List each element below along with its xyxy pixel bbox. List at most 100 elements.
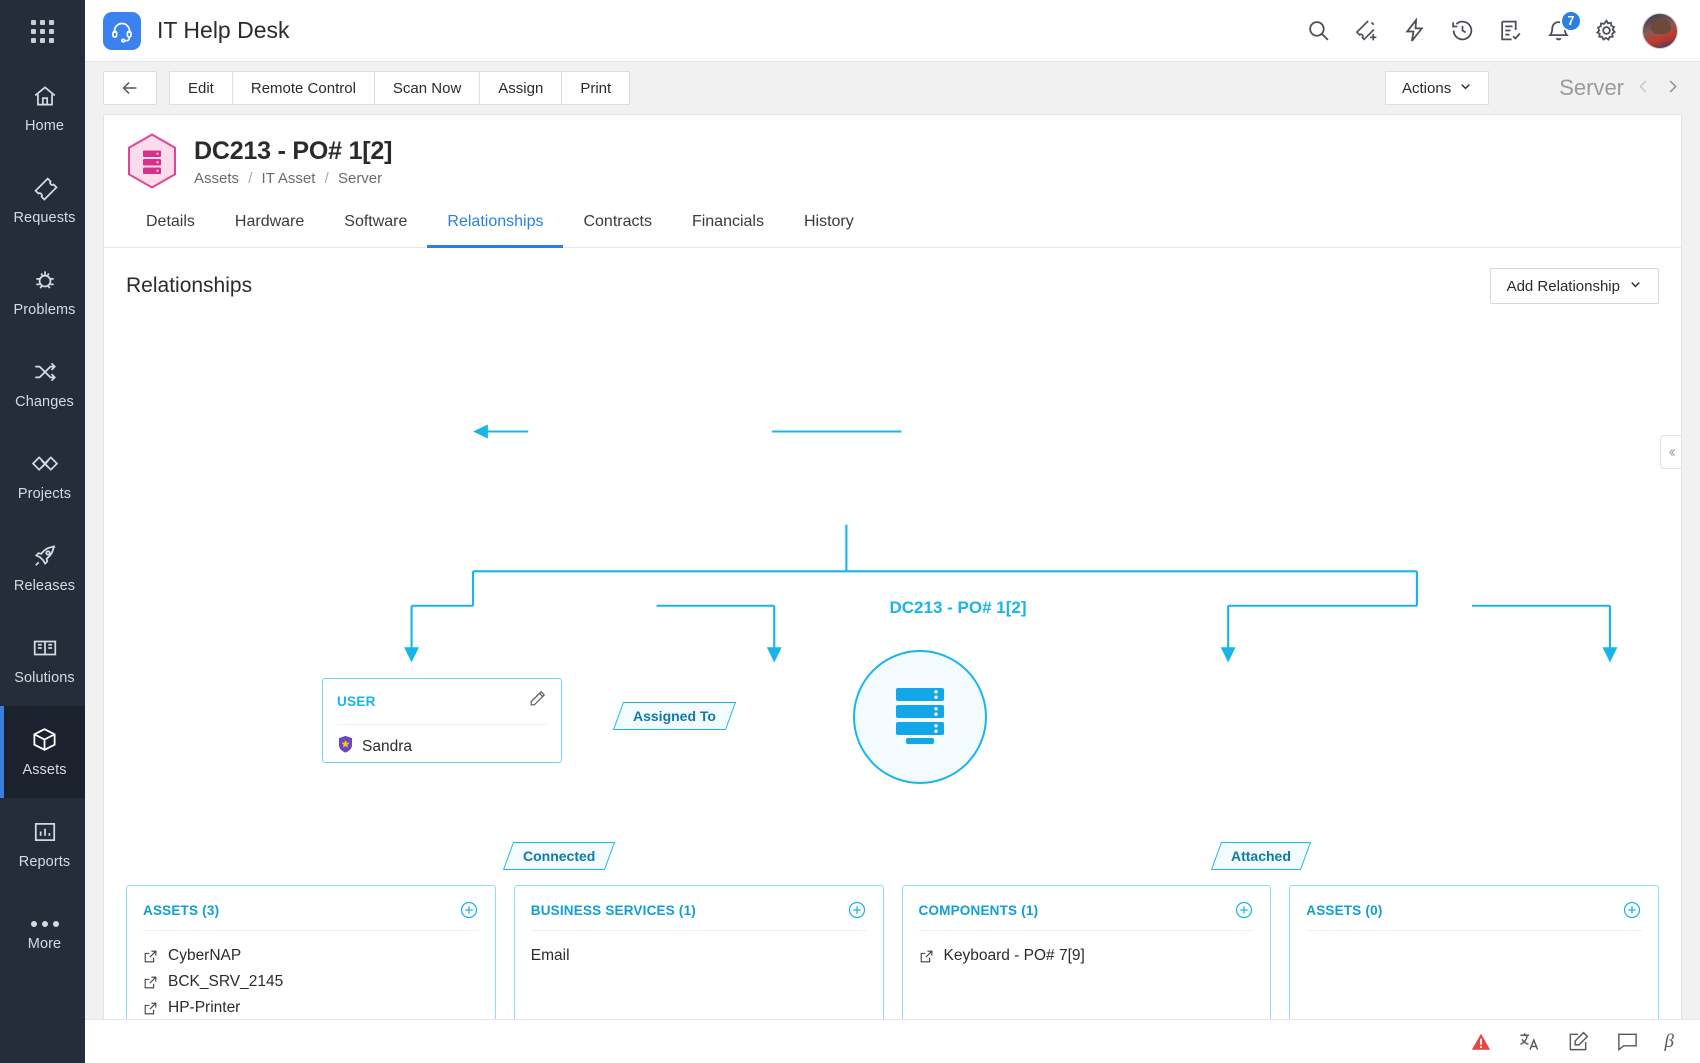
- app-title: IT Help Desk: [157, 17, 290, 43]
- vip-shield-icon: [337, 735, 354, 758]
- panel-header: BUSINESS SERVICES (1): [531, 900, 867, 920]
- status-bar: β: [85, 1019, 1700, 1063]
- plus-circle-icon[interactable]: [1622, 900, 1642, 920]
- sidebar-item-changes[interactable]: Changes: [0, 338, 85, 430]
- edge-label-assigned-to: Assigned To: [612, 702, 737, 730]
- plus-circle-icon[interactable]: [1234, 900, 1254, 920]
- sidebar-item-more[interactable]: More: [0, 890, 85, 982]
- tab-bar: Details Hardware Software Relationships …: [104, 203, 1681, 248]
- panel-header: ASSETS (0): [1306, 900, 1642, 920]
- server-icon: [890, 684, 950, 751]
- breadcrumb-sep: /: [248, 170, 253, 187]
- main-area: IT Help Desk: [85, 0, 1700, 1063]
- beta-label: β: [1664, 1030, 1674, 1052]
- tab-hardware[interactable]: Hardware: [234, 213, 305, 230]
- assign-button[interactable]: Assign: [479, 71, 562, 105]
- sidebar-item-releases[interactable]: Releases: [0, 522, 85, 614]
- shuffle-icon: [32, 359, 58, 385]
- list-item[interactable]: Keyboard - PO# 7[9]: [919, 943, 1255, 969]
- relationships-header: Relationships Add Relationship: [104, 248, 1681, 310]
- panel-item-list: CyberNAP BCK_SRV_2145: [143, 931, 479, 1019]
- avatar[interactable]: [1642, 12, 1678, 49]
- alert-icon[interactable]: [1470, 1031, 1492, 1053]
- tab-software[interactable]: Software: [344, 213, 408, 230]
- edit-button[interactable]: Edit: [169, 71, 232, 105]
- headset-icon[interactable]: [103, 11, 141, 50]
- settings-icon[interactable]: [1594, 18, 1619, 43]
- panel-item-list: Email: [531, 931, 867, 969]
- print-button[interactable]: Print: [561, 71, 631, 105]
- user-card-label: USER: [337, 693, 376, 709]
- notifications-icon[interactable]: 7: [1546, 10, 1582, 43]
- sidebar-item-reports[interactable]: Reports: [0, 798, 85, 890]
- history-icon[interactable]: [1450, 18, 1475, 43]
- remote-control-button[interactable]: Remote Control: [231, 71, 374, 105]
- sidebar-item-label: Solutions: [14, 669, 75, 686]
- diagram-connector-lines: [404, 424, 1618, 663]
- sidebar-item-projects[interactable]: Projects: [0, 430, 85, 522]
- breadcrumb-item-it-asset[interactable]: IT Asset: [261, 170, 316, 187]
- search-icon[interactable]: [1306, 18, 1331, 43]
- user-name: Sandra: [362, 737, 412, 755]
- tab-details[interactable]: Details: [146, 213, 195, 230]
- content-wrapper: DC213 - PO# 1[2] Assets / IT Asset / Ser…: [85, 114, 1700, 1019]
- translate-icon[interactable]: [1518, 1030, 1541, 1053]
- sidebar-item-label: Assets: [22, 762, 67, 778]
- tab-relationships[interactable]: Relationships: [427, 203, 564, 248]
- panel-title: COMPONENTS (1): [918, 902, 1039, 918]
- new-ticket-icon[interactable]: [1354, 18, 1379, 43]
- divider: [918, 930, 1255, 931]
- breadcrumb-item-assets[interactable]: Assets: [194, 170, 240, 187]
- chevron-down-icon: [1459, 80, 1472, 97]
- compose-icon[interactable]: [1567, 1030, 1590, 1053]
- panel-collapse-handle[interactable]: [1660, 435, 1681, 469]
- user-relationship-card: USER Sandra: [322, 678, 562, 763]
- sidebar-item-requests[interactable]: Requests: [0, 154, 85, 246]
- cube-icon: [31, 726, 58, 753]
- breadcrumb-item-server[interactable]: Server: [337, 170, 383, 187]
- panel-item-list: Keyboard - PO# 7[9]: [919, 931, 1255, 969]
- sidebar-item-assets[interactable]: Assets: [0, 706, 85, 798]
- header-icon-group: 7: [1306, 10, 1678, 49]
- app-grid-icon[interactable]: [0, 0, 85, 62]
- plus-circle-icon[interactable]: [847, 900, 867, 920]
- back-arrow-icon[interactable]: [103, 71, 157, 105]
- chevron-left-icon[interactable]: [1634, 77, 1653, 100]
- chevron-down-icon: [1629, 278, 1642, 295]
- tab-contracts[interactable]: Contracts: [583, 213, 652, 230]
- actions-dropdown[interactable]: Actions: [1385, 71, 1490, 105]
- section-title: Relationships: [126, 274, 253, 297]
- record-navigator: Server: [1559, 75, 1682, 101]
- user-row[interactable]: Sandra: [337, 735, 547, 758]
- sidebar-item-problems[interactable]: Problems: [0, 246, 85, 338]
- quick-action-icon[interactable]: [1402, 18, 1427, 43]
- panel-header: COMPONENTS (1): [919, 900, 1255, 920]
- scan-now-button[interactable]: Scan Now: [373, 71, 480, 105]
- relationship-panels: ASSETS (3): [104, 885, 1681, 1019]
- center-node[interactable]: [853, 650, 987, 784]
- sidebar-item-label: Problems: [13, 301, 76, 318]
- add-relationship-button[interactable]: Add Relationship: [1489, 268, 1659, 304]
- ticket-icon: [32, 175, 58, 201]
- tasks-icon[interactable]: [1498, 18, 1523, 43]
- list-item[interactable]: CyberNAP: [143, 943, 479, 969]
- list-item[interactable]: Email: [531, 943, 867, 969]
- bug-icon: [32, 267, 58, 293]
- server-hexagon-icon: [126, 133, 178, 191]
- chat-icon[interactable]: [1616, 1030, 1639, 1053]
- sidebar-item-home[interactable]: Home: [0, 62, 85, 154]
- list-item[interactable]: HP-Printer: [143, 995, 479, 1019]
- tab-history[interactable]: History: [803, 213, 854, 230]
- home-icon: [32, 83, 58, 109]
- tab-financials[interactable]: Financials: [691, 213, 764, 230]
- edge-label-attached: Attached: [1210, 842, 1312, 870]
- plus-circle-icon[interactable]: [459, 900, 479, 920]
- chart-icon: [32, 819, 58, 845]
- sidebar-item-label: Releases: [13, 577, 76, 594]
- panel-business-services: BUSINESS SERVICES (1) Email: [513, 885, 884, 1019]
- list-item-label: HP-Printer: [168, 999, 241, 1016]
- list-item[interactable]: BCK_SRV_2145: [143, 969, 479, 995]
- pencil-icon[interactable]: [528, 689, 547, 713]
- chevron-right-icon[interactable]: [1663, 77, 1682, 100]
- sidebar-item-solutions[interactable]: Solutions: [0, 614, 85, 706]
